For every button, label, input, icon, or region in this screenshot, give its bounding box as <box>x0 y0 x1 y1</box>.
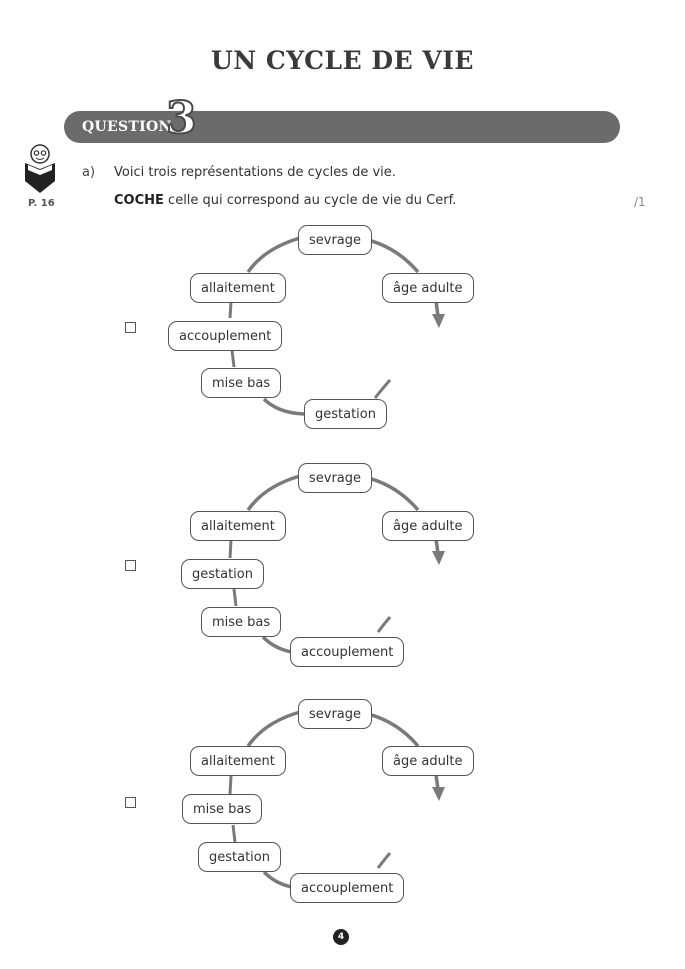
question-banner <box>64 111 620 143</box>
page-title: UN CYCLE DE VIE <box>211 46 474 75</box>
page-number: 4 <box>333 929 349 945</box>
option-2-node-accouplement: accouplement <box>290 637 405 667</box>
option-3-node-sevrage: sevrage <box>298 699 373 729</box>
question-number: 3 <box>165 93 198 144</box>
option-1-node-allaitement: allaitement <box>190 273 286 303</box>
instruction-rest: celle qui correspond au cycle de vie du … <box>168 193 457 208</box>
option-3-checkbox[interactable] <box>125 797 136 808</box>
option-2-node-allaitement: allaitement <box>190 511 286 541</box>
instruction-text: COCHE celle qui correspond au cycle de v… <box>114 193 456 208</box>
option-2-node-sevrage: sevrage <box>298 463 373 493</box>
intro-text: Voici trois représentations de cycles de… <box>114 165 396 180</box>
option-2-node-gestation: gestation <box>181 559 264 589</box>
option-2-checkbox[interactable] <box>125 560 136 571</box>
option-1-node-sevrage: sevrage <box>298 225 373 255</box>
option-1-node-gestation: gestation <box>304 399 387 429</box>
option-2-node-age-adulte: âge adulte <box>382 511 474 541</box>
option-3-node-gestation: gestation <box>198 842 281 872</box>
instruction-verb: COCHE <box>114 193 164 208</box>
option-3-node-mise-bas: mise bas <box>182 794 263 824</box>
score-label: /1 <box>634 195 646 209</box>
option-3-node-age-adulte: âge adulte <box>382 746 474 776</box>
option-2-node-mise-bas: mise bas <box>201 607 282 637</box>
option-1-node-mise-bas: mise bas <box>201 368 282 398</box>
question-label: QUESTION <box>82 119 172 135</box>
option-3-node-allaitement: allaitement <box>190 746 286 776</box>
option-1-node-accouplement: accouplement <box>168 321 283 351</box>
option-1-node-age-adulte: âge adulte <box>382 273 474 303</box>
item-letter: a) <box>82 165 96 180</box>
page-reference: P. 16 <box>28 198 55 209</box>
option-1-checkbox[interactable] <box>125 322 136 333</box>
reading-mascot-icon <box>25 144 55 193</box>
option-3-node-accouplement: accouplement <box>290 873 405 903</box>
